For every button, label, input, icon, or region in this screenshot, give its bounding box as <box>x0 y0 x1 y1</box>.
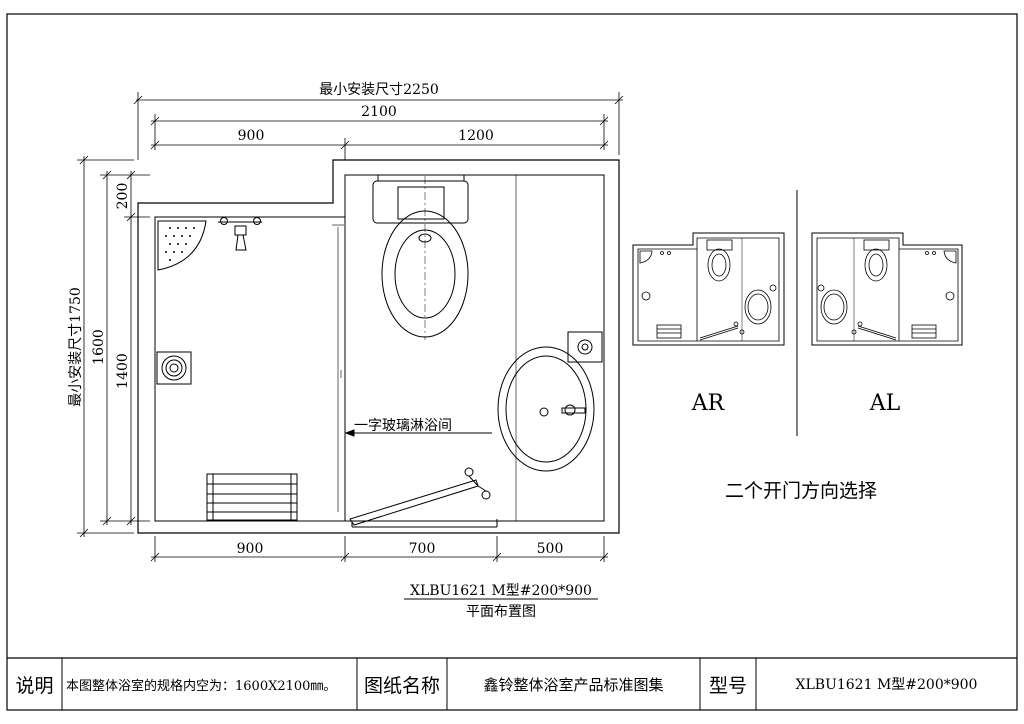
plan-title: 平面布置图 <box>466 604 536 620</box>
towel-rack <box>206 473 298 521</box>
shower-mixer <box>218 217 262 251</box>
dim-width-total: 2100 <box>361 104 397 120</box>
dim-height-lower: 1400 <box>115 353 131 389</box>
shower-leader <box>344 429 492 437</box>
dim-min-install-height: 最小安装尺寸1750 <box>68 287 84 407</box>
note-text: 本图整体浴室的规格内空为：1600X2100㎜。 <box>66 678 337 694</box>
outer-wall <box>137 159 620 534</box>
dim-min-install-width: 最小安装尺寸2250 <box>319 82 439 98</box>
drawing-name: 鑫铃整体浴室产品标准图集 <box>483 675 664 694</box>
dim-bottom-left: 900 <box>237 541 264 557</box>
dim-width-left: 900 <box>238 128 265 144</box>
note-header: 说明 <box>15 674 54 697</box>
dim-bottom-mid: 700 <box>409 541 436 557</box>
floor-drain <box>156 351 192 385</box>
options-caption: 二个开门方向选择 <box>725 480 877 502</box>
wall-outlet <box>567 331 603 363</box>
wash-basin <box>497 346 595 472</box>
shower-label: 一字玻璃淋浴间 <box>354 417 452 434</box>
ar-plan <box>632 232 785 346</box>
dim-height-top: 200 <box>115 183 131 210</box>
dimension-lines <box>77 92 624 562</box>
sheet-border <box>6 13 1018 711</box>
floor-plan <box>137 159 620 534</box>
corner-shelf <box>157 220 207 271</box>
al-label: AL <box>869 391 901 416</box>
model-header: 型号 <box>708 674 747 697</box>
model-title: XLBU1621 M型#200*900 <box>410 583 592 599</box>
ar-label: AR <box>691 391 726 416</box>
dim-bottom-right: 500 <box>537 541 564 557</box>
model-value: XLBU1621 M型#200*900 <box>795 677 978 693</box>
glass-door <box>349 467 498 528</box>
al-plan <box>811 232 963 346</box>
toilet <box>372 175 469 340</box>
dim-height-total: 1600 <box>91 329 107 365</box>
title-block-grid <box>61 658 757 710</box>
drawing-name-header: 图纸名称 <box>363 674 440 697</box>
dim-width-right: 1200 <box>458 128 494 144</box>
